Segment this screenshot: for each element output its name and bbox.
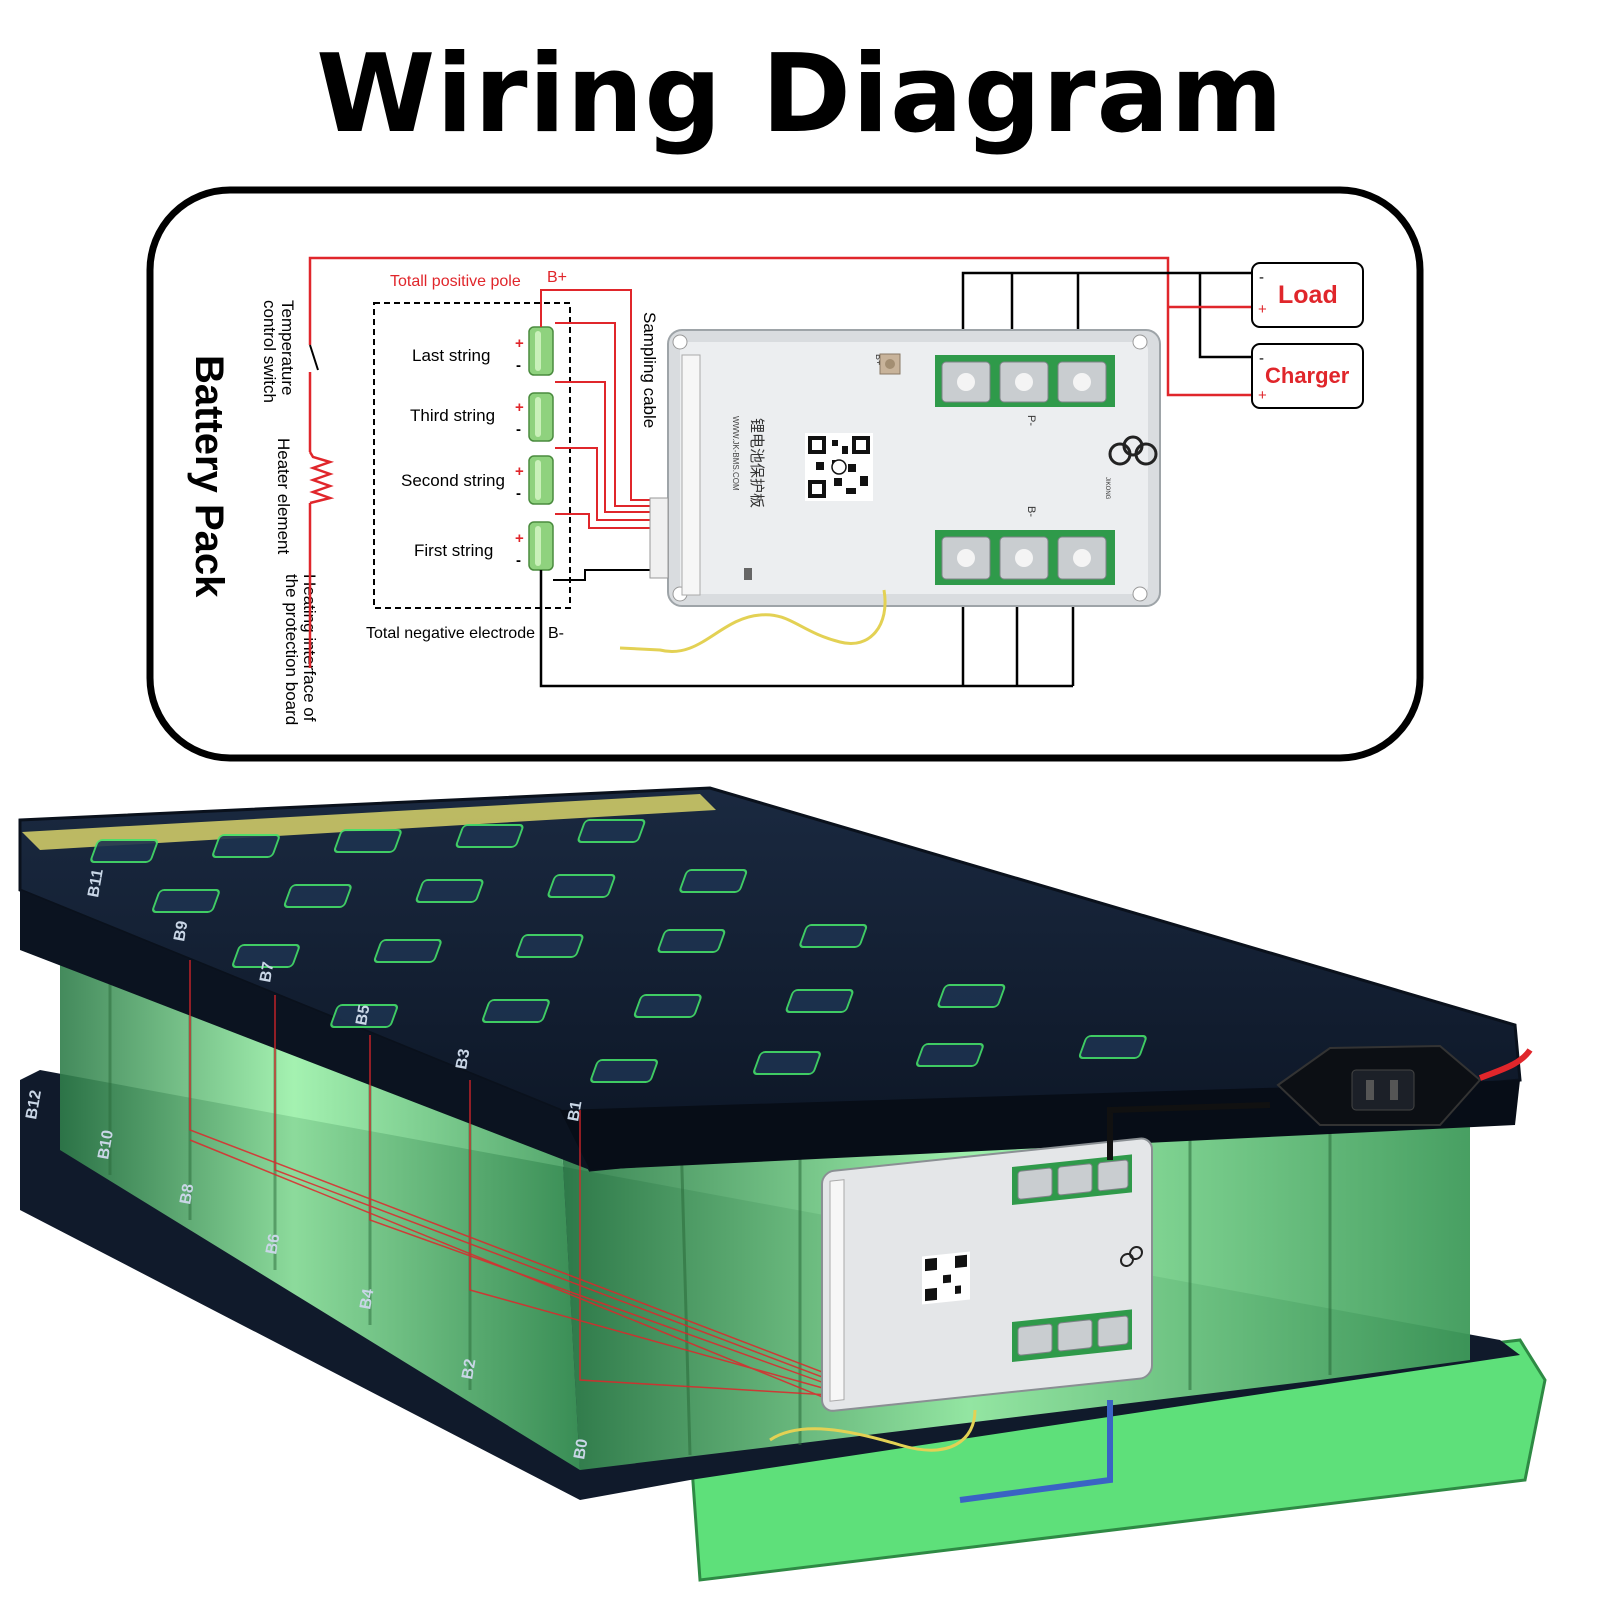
plus-sign: + [515, 335, 524, 352]
load-plus: + [1258, 301, 1267, 318]
heating-wire [619, 589, 887, 653]
string-label-second: Second string [401, 471, 505, 490]
minus-sign: - [516, 552, 521, 569]
plus-sign: + [515, 530, 524, 547]
temperature-switch-label-2: control switch [260, 300, 279, 403]
cell-label: B7 [257, 961, 277, 984]
temperature-switch-label-1: Temperature [278, 300, 297, 395]
battery-pack-illustration: B11 B9 B7 B5 B3 B1 B12 B10 B8 B6 B4 B2 B… [18, 786, 1547, 1582]
cells [528, 326, 554, 571]
bms-board: 锂电池保护板 WWW.JK-BMS.COM P- B- B+ JIKONG [649, 329, 1161, 607]
cell-label: B3 [453, 1048, 473, 1071]
minus-sign: - [516, 357, 521, 374]
balance-wires [189, 960, 831, 1401]
cell-second [528, 455, 554, 505]
temperature-switch-symbol [309, 344, 319, 371]
cell-third [528, 392, 554, 442]
heating-interface-label-2: the protection board [282, 574, 301, 725]
cell-label: B9 [171, 920, 191, 943]
cell-label: B12 [23, 1089, 45, 1121]
sampling-cable-label: Sampling cable [640, 312, 659, 428]
load-terminal: - + Load [1251, 262, 1364, 328]
plus-sign: + [515, 463, 524, 480]
cell-labels-bottom: B12 B10 B8 B6 B4 B2 B0 [23, 1089, 591, 1461]
b-minus-label: B- [548, 625, 564, 642]
string-label-first: First string [414, 541, 493, 560]
sampling-wires [540, 289, 660, 529]
board-chinese-text: 锂电池保护板 [748, 418, 766, 508]
page-title: Wiring Diagram [316, 32, 1284, 157]
cell-label: B0 [571, 1438, 591, 1461]
cell-labels-top: B11 B9 B7 B5 B3 B1 [85, 868, 585, 1123]
string-label-third: Third string [410, 406, 495, 425]
battery-pack-label: Battery Pack [187, 355, 231, 598]
cell-label: B11 [85, 868, 107, 899]
charger-label: Charger [1265, 363, 1350, 388]
charger-terminal: - + Charger [1251, 343, 1364, 409]
cell-label: B8 [177, 1183, 197, 1206]
load-minus: - [1259, 269, 1264, 286]
load-label: Load [1278, 281, 1338, 309]
board-b-minus: B- [1025, 506, 1037, 517]
power-socket [1276, 1044, 1482, 1126]
sampling-wire-negative [553, 569, 660, 581]
top-holder-front-edge [560, 1080, 1520, 1170]
board-website: WWW.JK-BMS.COM [731, 416, 740, 491]
board-p-minus: P- [1025, 415, 1037, 426]
heater-circuit [308, 256, 1254, 668]
pack-heating-wire [769, 1409, 977, 1452]
string-label-last: Last string [412, 346, 490, 365]
total-negative-label: Total negative electrode [366, 625, 535, 642]
charger-plus: + [1258, 387, 1267, 404]
board-brand: JIKONG [1104, 477, 1110, 500]
ground-cable-top [1107, 1102, 1271, 1160]
minus-sign: - [516, 421, 521, 438]
ground-cable [959, 1400, 1113, 1503]
nickel-strip [22, 794, 716, 850]
minus-sign: - [516, 485, 521, 502]
brand-logo-icon [1108, 435, 1158, 466]
cell-first [528, 521, 554, 571]
cell-label: B5 [353, 1004, 373, 1027]
b-plus-label: B+ [547, 269, 567, 286]
plus-sign: + [515, 399, 524, 416]
cell-label: B10 [95, 1129, 117, 1161]
cell-label: B1 [565, 1100, 585, 1123]
cell-label: B6 [263, 1233, 283, 1256]
cell-tops [90, 819, 1147, 1083]
total-positive-label: Totall positive pole [390, 273, 521, 290]
board-b-plus: B+ [874, 354, 884, 365]
cell-label: B4 [357, 1288, 377, 1311]
wiring-diagram: Battery Pack Temperature control switch … [146, 186, 1424, 762]
cell-last [528, 326, 554, 376]
pack-bms-board [821, 1137, 1153, 1412]
cell-polarity-signs: + - + - + - + - [515, 335, 524, 569]
power-cable [1478, 1048, 1533, 1081]
cell-label: B2 [459, 1358, 479, 1381]
top-holder-edge [20, 890, 590, 1170]
qr-code [805, 433, 873, 501]
charger-minus: - [1259, 350, 1264, 367]
heater-element-label: Heater element [274, 438, 293, 555]
